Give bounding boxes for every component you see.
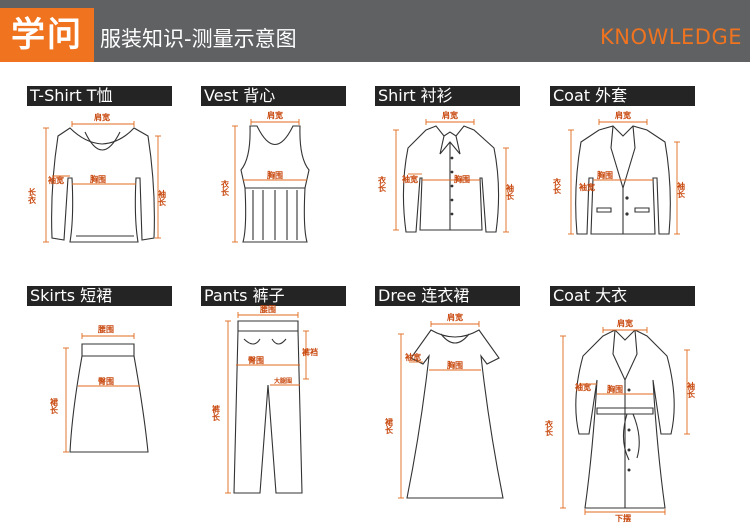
long-coat-sleeve-width-mark: 袖宽 bbox=[574, 382, 591, 392]
shirt-length-mark: 衣长 bbox=[377, 175, 387, 193]
tshirt-sleeve-width-mark: 袖宽 bbox=[47, 175, 64, 185]
knowledge-label: KNOWLEDGE bbox=[600, 25, 742, 49]
dress-length-mark: 裙长 bbox=[384, 417, 394, 435]
long-coat-diagram: 肩宽 袖宽 胸围 下摆 衣长 袖长 bbox=[544, 318, 696, 523]
pants-thigh-mark: 大腿围 bbox=[274, 377, 292, 385]
coat-sleeve-mark: 袖长 bbox=[676, 181, 686, 199]
long-coat-hem-mark: 下摆 bbox=[615, 513, 631, 523]
coat-diagram: 肩宽 袖宽 胸围 衣长 袖长 bbox=[552, 110, 686, 235]
shirt-shoulder-mark: 肩宽 bbox=[442, 110, 458, 120]
skirt-length-mark: 裙长 bbox=[49, 397, 59, 415]
label-shirt: Shirt 衬衫 bbox=[375, 86, 520, 106]
pants-diagram: 腰围 臀围 裤裆 大腿围 裤长 bbox=[211, 304, 318, 494]
pants-rise-mark: 裤裆 bbox=[301, 347, 318, 357]
vest-diagram: 肩宽 胸围 衣长 bbox=[220, 110, 310, 243]
label-pants: Pants 裤子 bbox=[201, 286, 346, 306]
coat-shoulder-mark: 肩宽 bbox=[615, 110, 631, 120]
vest-length-mark: 衣长 bbox=[220, 179, 230, 197]
pants-waist-mark: 腰围 bbox=[259, 304, 276, 314]
pants-hip-mark: 臀围 bbox=[248, 355, 264, 365]
long-coat-length-mark: 衣长 bbox=[544, 419, 554, 437]
coat-chest-mark: 胸围 bbox=[597, 170, 613, 180]
skirt-diagram: 腰围 臀围 裙长 bbox=[49, 324, 149, 453]
skirt-hip-mark: 臀围 bbox=[98, 376, 114, 386]
label-dress: Dree 连衣裙 bbox=[375, 286, 520, 306]
label-vest: Vest 背心 bbox=[201, 86, 346, 106]
shirt-chest-mark: 胸围 bbox=[454, 174, 470, 184]
header-bar bbox=[0, 0, 750, 62]
shirt-diagram: 肩宽 袖宽 胸围 衣长 袖长 bbox=[377, 110, 515, 233]
skirt-waist-mark: 腰围 bbox=[97, 324, 114, 334]
badge-title: 学问 bbox=[0, 8, 94, 62]
dress-chest-mark: 胸围 bbox=[447, 360, 463, 370]
shirt-sleeve-mark: 袖长 bbox=[505, 183, 515, 201]
tshirt-diagram: 肩宽 袖宽 胸围 长衣 袖长 bbox=[27, 112, 167, 243]
coat-length-mark: 衣长 bbox=[552, 177, 562, 195]
label-skirts: Skirts 短裙 bbox=[27, 286, 172, 306]
pants-length-mark: 裤长 bbox=[211, 404, 221, 422]
tshirt-length-mark: 长衣 bbox=[27, 187, 37, 205]
shirt-sleeve-width-mark: 袖宽 bbox=[401, 174, 418, 184]
tshirt-sleeve-mark: 袖长 bbox=[157, 189, 167, 207]
label-coat-long: Coat 大衣 bbox=[550, 286, 695, 306]
label-coat: Coat 外套 bbox=[550, 86, 695, 106]
tshirt-chest-mark: 胸围 bbox=[90, 174, 106, 184]
vest-chest-mark: 胸围 bbox=[267, 170, 283, 180]
dress-sleeve-width-mark: 袖宽 bbox=[404, 352, 421, 362]
page-subtitle: 服装知识-测量示意图 bbox=[100, 27, 297, 51]
vest-shoulder-mark: 肩宽 bbox=[267, 110, 283, 120]
tshirt-shoulder-mark: 肩宽 bbox=[94, 112, 110, 122]
long-coat-chest-mark: 胸围 bbox=[607, 384, 623, 394]
coat-sleeve-width-mark: 袖宽 bbox=[578, 182, 595, 192]
long-coat-sleeve-mark: 袖长 bbox=[686, 381, 696, 399]
long-coat-shoulder-mark: 肩宽 bbox=[617, 318, 633, 328]
label-tshirt: T-Shirt T恤 bbox=[27, 86, 172, 106]
dress-diagram: 肩宽 袖宽 胸围 裙长 bbox=[384, 312, 504, 499]
dress-shoulder-mark: 肩宽 bbox=[447, 312, 463, 322]
